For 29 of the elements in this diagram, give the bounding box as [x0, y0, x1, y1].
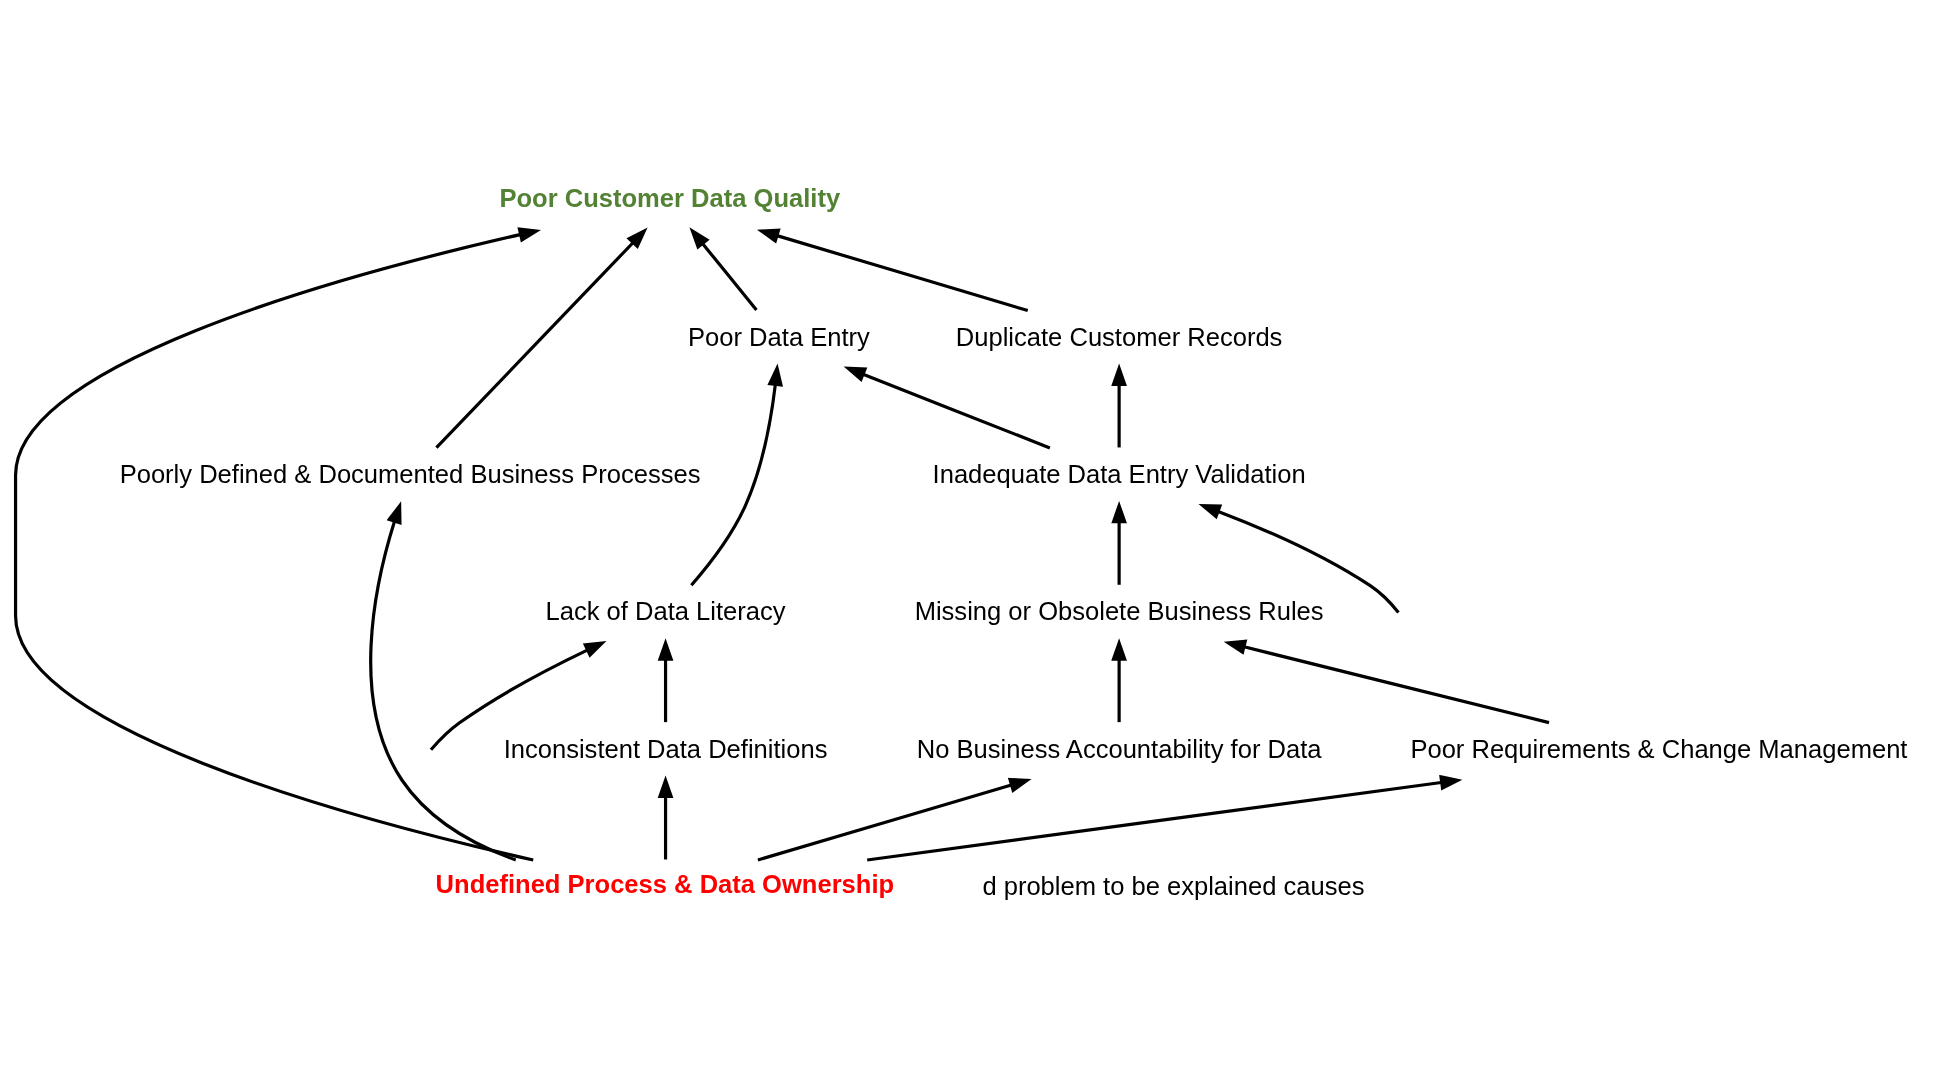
arrow	[657, 775, 674, 860]
arrow	[657, 638, 674, 723]
node-text: Duplicate Customer Records	[955, 322, 1283, 351]
arrow	[866, 774, 1463, 862]
arrow	[1111, 363, 1127, 448]
arrow	[690, 363, 783, 587]
arrow	[13, 227, 541, 862]
arrow	[1198, 504, 1400, 614]
arrow	[369, 501, 517, 862]
node-text: Lack of Data Literacy	[545, 597, 786, 626]
node-text: Poor Requirements & Change Management	[1410, 734, 1908, 763]
node-text: Inadequate Data Entry Validation	[932, 459, 1306, 488]
arrow	[429, 641, 607, 751]
arrow	[757, 777, 1032, 862]
arrow	[843, 366, 1051, 450]
arrow	[1111, 500, 1127, 585]
arrow	[689, 227, 758, 312]
label: d problem to be explained causes	[982, 871, 1365, 900]
node-text: Inconsistent Data Definitions	[503, 734, 828, 763]
arrow	[435, 227, 648, 449]
node-text: Undefined Process & Data Ownership	[435, 870, 895, 899]
node-text: No Business Accountability for Data	[916, 734, 1322, 763]
node-text: Poorly Defined & Documented Business Processes	[119, 459, 701, 488]
arrow	[756, 228, 1029, 313]
node-text: Missing or Obsolete Business Rules	[914, 597, 1324, 626]
node-text: Poor Data Entry	[688, 322, 870, 351]
node-text: Poor Customer Data Quality	[499, 183, 841, 212]
arrow	[1111, 638, 1127, 723]
arrow	[1223, 639, 1550, 725]
